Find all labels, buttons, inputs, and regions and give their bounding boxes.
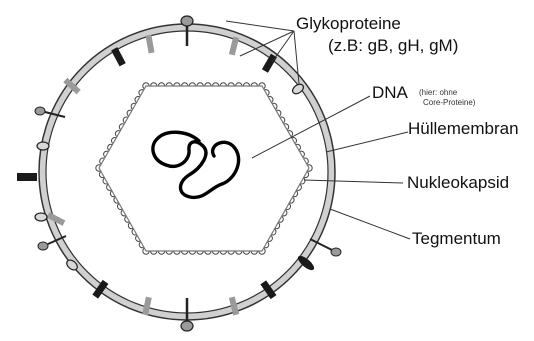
label-glycoproteins-examples: (z.B: gB, gH, gM) [328,37,458,54]
label-nucleocapsid: Nukleokapsid [407,174,509,191]
label-tegument: Tegmentum [412,230,501,247]
glycoprotein-oval [35,213,47,221]
membrane-protein-dark [17,173,37,181]
leader-line-envelope [326,132,408,152]
label-dna-note-2: Core-Proteine) [423,99,475,108]
label-dna: DNA [372,84,408,101]
glycoprotein-oval [37,142,49,150]
label-glycoproteins: Glykoproteine [296,15,401,32]
leader-line-tegument [330,209,410,239]
label-envelope: Hüllemembran [408,120,519,137]
label-dna-note-1: (hier: ohne [419,89,457,98]
leader-line-glyco-top [226,21,294,31]
